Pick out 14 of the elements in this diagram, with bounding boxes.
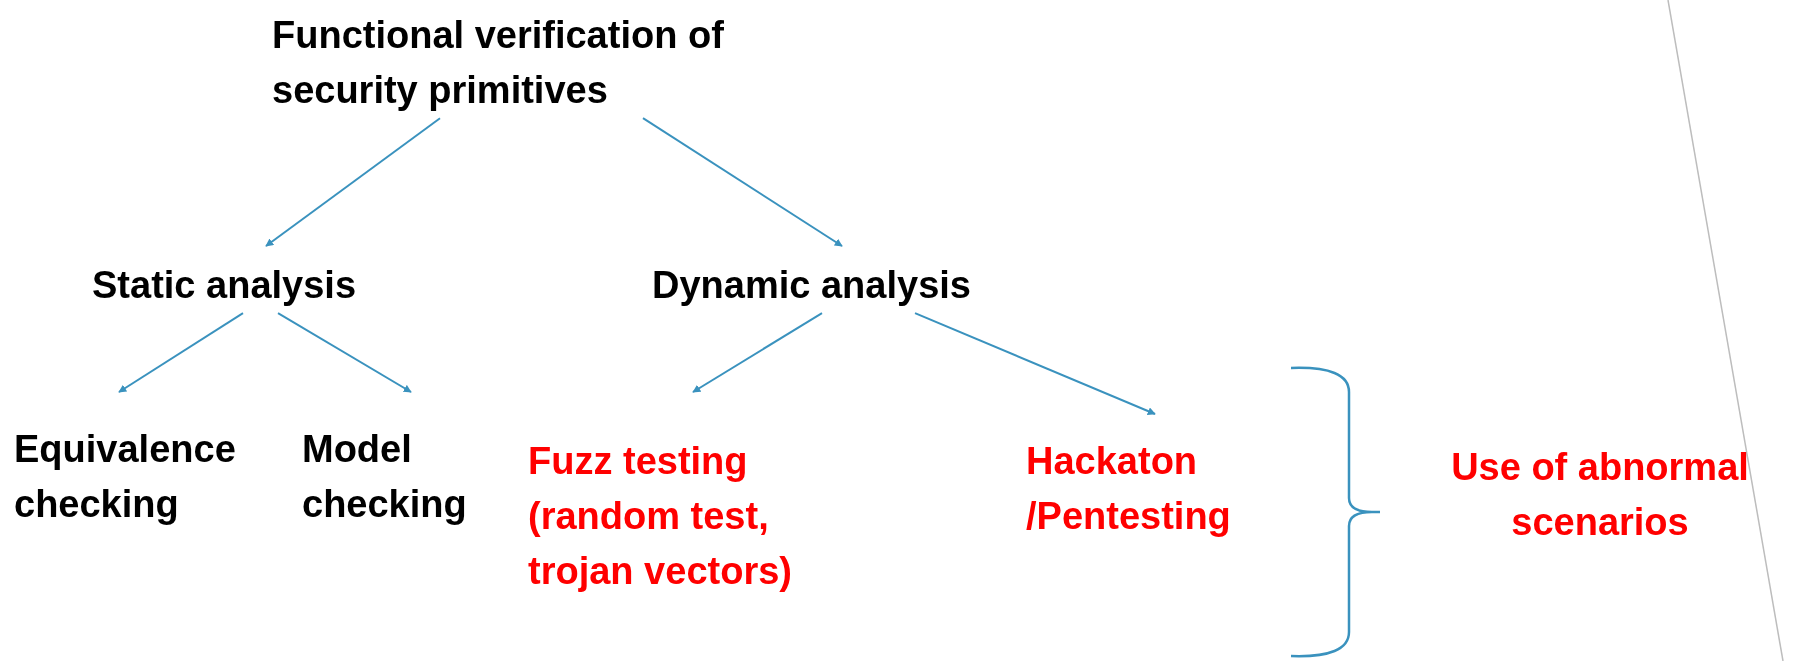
node-label: Functional verification of security primitives (272, 13, 725, 114)
node-label: Dynamic analysis (652, 263, 972, 308)
arrow (914, 312, 1156, 415)
node-label: Static analysis (92, 263, 358, 308)
arrow (265, 117, 441, 247)
note-text: Use of abnormal scenarios (1450, 445, 1750, 546)
arrow (642, 117, 843, 247)
node-label: Equivalence checking (14, 427, 237, 528)
node-label: Model checking (302, 427, 468, 528)
node-label: Fuzz testing (random test, trojan vectors) (528, 439, 793, 595)
arrow (692, 312, 823, 393)
arrow (118, 312, 244, 393)
arrow (277, 312, 412, 393)
node-label: Hackaton /Pentesting (1026, 439, 1232, 540)
